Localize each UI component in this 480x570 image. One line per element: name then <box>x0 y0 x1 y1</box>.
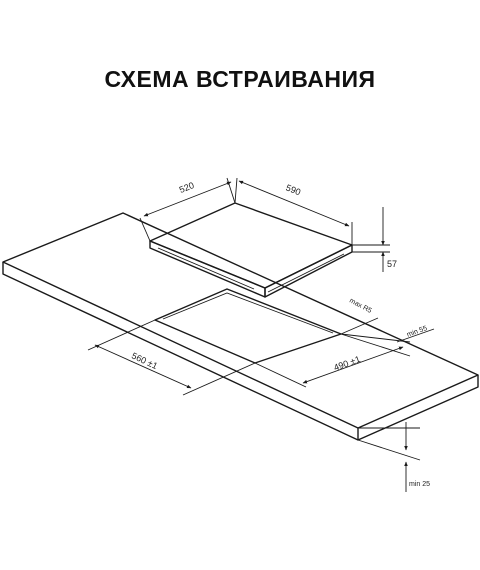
dimension-57: 57 <box>352 207 397 272</box>
countertop <box>2 212 479 441</box>
dim-label-min-55: min 55 <box>406 325 428 339</box>
dim-label-490: 490 ±1 <box>332 354 361 373</box>
hob <box>149 202 353 298</box>
dim-label-min-25: min 25 <box>409 481 430 488</box>
dim-label-57: 57 <box>387 259 397 269</box>
dimension-590: 590 <box>234 177 353 245</box>
dim-label-520: 520 <box>178 180 196 195</box>
dimension-490: 490 ±1 <box>254 333 411 388</box>
dim-label-560: 560 ±1 <box>130 351 159 372</box>
dim-label-max-r5: max R5 <box>348 297 373 315</box>
dimension-min-25: min 25 <box>357 422 430 492</box>
dim-label-590: 590 <box>284 182 302 197</box>
page-title: СХЕМА ВСТРАИВАНИЯ <box>104 66 376 92</box>
dimension-560: 560 ±1 <box>87 319 256 396</box>
